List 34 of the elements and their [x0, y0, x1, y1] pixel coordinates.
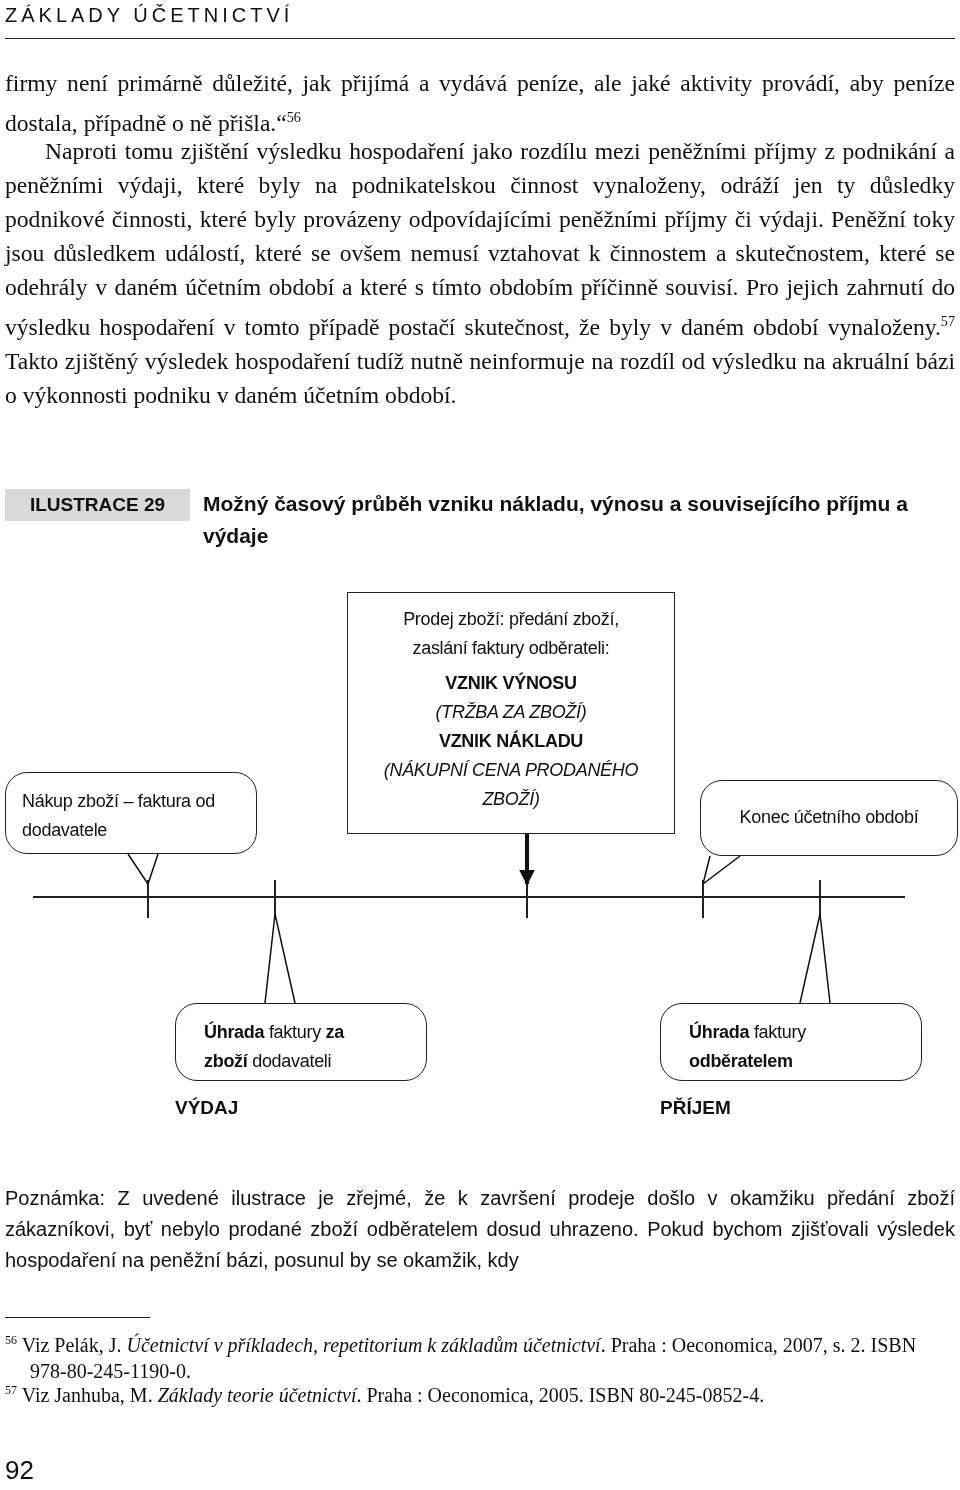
callout-text: Úhrada faktury za zboží dodavateli — [204, 1020, 346, 1073]
subheading-text: (TRŽBA ZA ZBOŽÍ) — [434, 701, 588, 724]
figure-title: Možný časový průběh vzniku nákladu, výnosu a souvisejícího příjmu a výdaje — [203, 491, 909, 549]
tick-mark — [271, 880, 279, 918]
callout-pointer — [264, 913, 296, 1004]
body-paragraph: Naproti tomu zjištění výsledku hospodaření jako rozdílu mezi peněžními příjmy z podnikání a peněžními výdaji, které byly na podnikatelskou činnost vynaloženy, odráží jen ty důsledky podnikové činnosti, které byly provázeny odpovídajícími peněžními příjmy či výdaji. Peněžní toky jsou důsledkem událostí, které se ovšem nemusí vztahovat k činnostem a skutečnostem, které se odehrály v daném účetním období a které s tímto obdobím příčinně souvisí. Pro jejich zahrnutí do výsledku hospodaření v tomto případě postačí skutečnost, že byly v daném období vynaloženy.$^{57}$ Takto zjištěný výsledek hospodaření tudíž nutně neinformuje na rozdíl od výsledku na akruální bázi o výkonnosti podniku v daném účetním období. — [5, 137, 955, 410]
heading-text: VZNIK NÁKLADU — [437, 729, 585, 753]
callout-text: Úhrada faktury odběratelem — [689, 1020, 807, 1073]
callout-pointer — [127, 853, 159, 885]
arrow — [519, 834, 535, 886]
footnote: $^{56}$ Viz Pelák, J. Účetnictví v příkladech, repetitorium k základům účetnictví. Praha : Oeconomica, 2007, s. 2. ISBN 978-80-245-1190-0. — [5, 1332, 918, 1384]
figure-number: ILUSTRACE 29 — [5, 489, 190, 521]
footnote: $^{57}$ Viz Janhuba, M. Základy teorie účetnictví. Praha : Oeconomica, 2005. ISBN 80-245-0852-4. — [5, 1382, 766, 1408]
callout-bubble — [700, 780, 958, 856]
body-paragraph: firmy není primárně důležité, jak přijímá a vydává peníze, ale jaké aktivity provádí, aby peníze dostala, případně o ně přišla.“$^{56}$ — [5, 69, 955, 138]
callout-text: Nákup zboží – faktura od dodavatele — [22, 790, 216, 842]
callout-text: Prodej zboží: předání zboží, zaslání faktury odběrateli: — [402, 608, 620, 660]
category-label: PŘÍJEM — [660, 1097, 731, 1119]
callout-bubble — [660, 1003, 922, 1081]
heading-text: VZNIK VÝNOSU — [444, 671, 578, 695]
event-box — [347, 592, 675, 834]
callout-pointer — [702, 855, 741, 885]
category-label: VÝDAJ — [175, 1097, 239, 1119]
page-number: 92 — [5, 1455, 34, 1486]
note-text: Poznámka: Z uvedené ilustrace je zřejmé, že k završení prodeje došlo v okamžiku předání zboží zákazníkovi, byť nebylo prodané zboží odběratelem dosud uhrazeno. Pokud bychom zjišťovali výsledek hospodaření na peněžní bázi, posunul by se okamžik, kdy — [5, 1186, 955, 1273]
subheading-text: (NÁKUPNÍ CENA PRODANÉHO ZBOŽÍ) — [382, 759, 640, 811]
tick-mark — [699, 880, 707, 918]
running-header: ZÁKLADY ÚČETNICTVÍ — [5, 4, 294, 27]
callout-text: Konec účetního období — [738, 806, 920, 829]
callout-pointer — [799, 913, 831, 1004]
callout-bubble — [5, 772, 257, 854]
callout-bubble — [175, 1003, 427, 1081]
tick-mark — [816, 880, 824, 918]
tick-mark — [144, 880, 152, 918]
